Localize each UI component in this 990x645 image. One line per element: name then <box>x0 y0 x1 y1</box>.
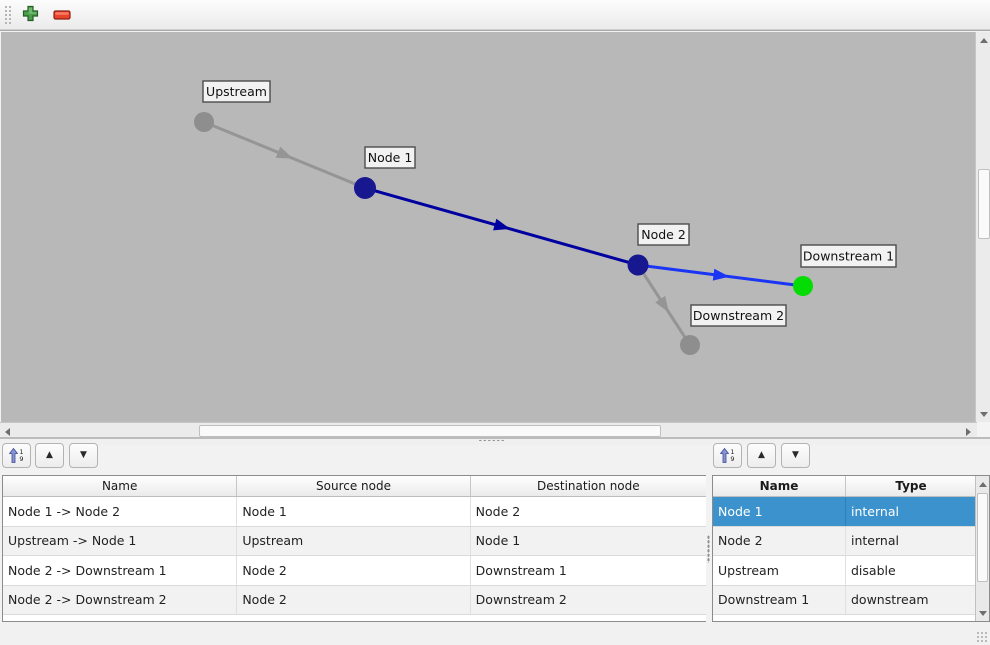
sort-nodes-button[interactable]: 1 9 <box>713 443 742 468</box>
column-header-type[interactable]: Type <box>895 479 927 493</box>
cell-source[interactable]: Node 1 <box>237 497 471 526</box>
cell-type[interactable]: internal <box>851 503 899 519</box>
cell-source[interactable]: Node 2 <box>237 585 471 614</box>
scroll-left-icon[interactable] <box>1 425 14 438</box>
up-triangle-icon: ▲ <box>46 450 53 460</box>
column-header-source-node[interactable]: Source node <box>237 476 471 496</box>
cell-source[interactable]: Node 2 <box>237 556 471 585</box>
graph-hscroll-thumb[interactable] <box>199 425 661 437</box>
graph-horizontal-scrollbar[interactable] <box>0 422 977 439</box>
node-label-text: Node 1 <box>368 150 413 165</box>
cell-name[interactable]: Upstream <box>713 556 846 585</box>
table-row[interactable]: Node 2 -> Downstream 2 Node 2 Downstream… <box>3 585 706 615</box>
graph-node-node2[interactable] <box>627 254 649 276</box>
table-row[interactable]: Node 1 -> Node 2 Node 1 Node 2 <box>3 497 706 527</box>
table-row[interactable]: Node 2 -> Downstream 1 Node 2 Downstream… <box>3 556 706 586</box>
cell-destination[interactable]: Node 1 <box>475 533 521 549</box>
scroll-up-icon[interactable] <box>977 478 989 490</box>
toolbar <box>0 0 990 30</box>
scroll-down-icon[interactable] <box>977 607 989 619</box>
node-label-text: Upstream <box>206 84 267 99</box>
edge-arrow-icon <box>275 146 293 159</box>
status-bar <box>0 622 990 645</box>
splitter-grip-icon <box>707 535 710 563</box>
node-label-node2[interactable]: Node 2 <box>637 223 690 246</box>
graph-panel: Upstream Node 1 Node 2 Downstream 1 Down… <box>0 30 990 423</box>
edge-arrow-icon <box>655 295 669 313</box>
nodes-table: Name Type Node 1 internal Node 2 interna… <box>712 475 990 622</box>
table-row[interactable]: Upstream disable <box>713 556 989 586</box>
graph-node-upstream[interactable] <box>194 112 214 132</box>
down-triangle-icon: ▼ <box>80 450 87 460</box>
node-label-text: Node 2 <box>641 227 686 242</box>
table-row[interactable]: Upstream -> Node 1 Upstream Node 1 <box>3 526 706 556</box>
nodes-table-scroll-thumb[interactable] <box>977 493 988 582</box>
cell-name[interactable]: Node 2 <box>713 526 846 555</box>
scroll-up-icon[interactable] <box>977 34 990 47</box>
edge-arrow-icon <box>712 268 730 281</box>
vertical-splitter[interactable] <box>706 475 711 622</box>
cell-source[interactable]: Upstream <box>237 526 471 555</box>
node-label-downstream1[interactable]: Downstream 1 <box>800 244 897 268</box>
plus-icon <box>22 5 39 25</box>
cell-destination[interactable]: Downstream 2 <box>475 592 567 608</box>
graph-node-node1[interactable] <box>354 177 376 199</box>
node-label-upstream[interactable]: Upstream <box>202 80 271 103</box>
column-header-name[interactable]: Name <box>713 476 846 496</box>
nodes-table-scrollbar[interactable] <box>975 476 989 621</box>
scrollbar-corner <box>977 422 990 438</box>
sort-edges-button[interactable]: 1 9 <box>2 443 31 468</box>
up-triangle-icon: ▲ <box>758 450 765 460</box>
cell-name[interactable]: Node 2 -> Downstream 2 <box>3 585 238 614</box>
edge-arrow-icon <box>493 218 511 231</box>
graph-node-downstream1[interactable] <box>793 276 813 296</box>
scroll-down-icon[interactable] <box>977 408 990 421</box>
cell-name[interactable]: Upstream -> Node 1 <box>3 526 238 555</box>
toolbar-drag-handle[interactable] <box>4 5 11 24</box>
cell-name[interactable]: Node 1 <box>713 497 846 526</box>
remove-button[interactable] <box>50 5 74 25</box>
node-label-node1[interactable]: Node 1 <box>364 146 416 169</box>
cell-name[interactable]: Node 1 -> Node 2 <box>3 497 238 526</box>
scroll-right-icon[interactable] <box>962 425 975 438</box>
down-triangle-icon: ▼ <box>792 450 799 460</box>
edges-table-header: Name Source node Destination node <box>3 476 706 497</box>
cell-destination[interactable]: Node 2 <box>475 503 521 519</box>
window-resize-grip[interactable] <box>976 631 988 643</box>
graph-vscroll-thumb[interactable] <box>978 169 990 239</box>
move-edge-down-button[interactable]: ▼ <box>69 443 98 468</box>
edges-table: Name Source node Destination node Node 1… <box>2 475 707 622</box>
cell-type[interactable]: disable <box>851 562 896 578</box>
minus-icon <box>53 8 71 23</box>
table-row-selected[interactable]: Node 1 internal <box>713 497 989 527</box>
cell-type[interactable]: downstream <box>851 592 929 608</box>
sort-icon: 1 9 <box>9 448 24 463</box>
graph-node-downstream2[interactable] <box>680 335 700 355</box>
move-node-down-button[interactable]: ▼ <box>781 443 810 468</box>
cell-name[interactable]: Downstream 1 <box>713 585 846 614</box>
node-label-downstream2[interactable]: Downstream 2 <box>690 304 787 327</box>
table-row[interactable]: Downstream 1 downstream <box>713 585 989 615</box>
sort-icon: 1 9 <box>720 448 735 463</box>
cell-name[interactable]: Node 2 -> Downstream 1 <box>3 556 238 585</box>
move-node-up-button[interactable]: ▲ <box>747 443 776 468</box>
graph-canvas[interactable]: Upstream Node 1 Node 2 Downstream 1 Down… <box>1 32 975 422</box>
graph-vertical-scrollbar[interactable] <box>975 32 990 423</box>
graph-background <box>1 32 975 422</box>
horizontal-splitter[interactable] <box>0 437 990 445</box>
cell-destination[interactable]: Downstream 1 <box>475 562 567 578</box>
add-button[interactable] <box>18 5 42 25</box>
table-row[interactable]: Node 2 internal <box>713 526 989 556</box>
splitter-grip-icon <box>478 439 504 442</box>
column-header-destination-node[interactable]: Destination node <box>537 479 640 493</box>
cell-type[interactable]: internal <box>851 533 899 549</box>
node-label-text: Downstream 2 <box>693 308 784 323</box>
column-header-name[interactable]: Name <box>3 476 238 496</box>
move-edge-up-button[interactable]: ▲ <box>35 443 64 468</box>
node-label-text: Downstream 1 <box>803 249 894 264</box>
nodes-table-header: Name Type <box>713 476 989 497</box>
